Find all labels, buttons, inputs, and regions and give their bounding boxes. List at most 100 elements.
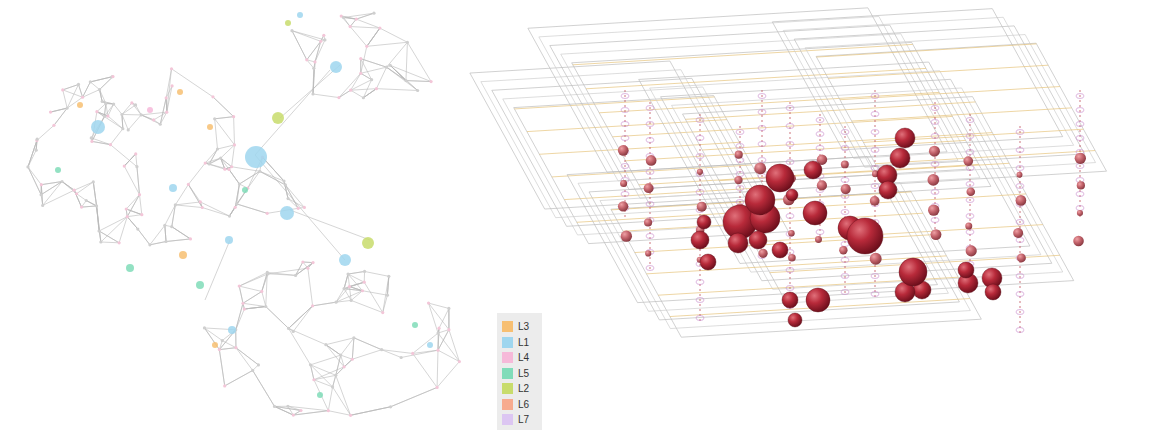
legend-label: L6 [518, 399, 529, 410]
legend-label: L7 [518, 414, 529, 425]
graph-node [436, 331, 439, 334]
graph-link [336, 359, 353, 375]
graph-link [344, 289, 351, 301]
graph-node [234, 346, 237, 349]
graph-link [311, 365, 336, 375]
graph-node [447, 307, 450, 310]
graph-node [311, 261, 314, 264]
corridor-line [626, 140, 966, 160]
graph-link [132, 103, 141, 115]
floor-marker [931, 162, 939, 167]
sphere [1016, 195, 1027, 206]
graph-link [266, 307, 289, 329]
graph-node [228, 214, 231, 217]
floor-marker [871, 274, 879, 279]
floor-marker [1016, 130, 1024, 135]
graph-node [125, 207, 128, 210]
graph-node [238, 285, 241, 288]
graph-link [110, 129, 122, 145]
graph-node [331, 385, 334, 388]
graph-node [435, 386, 438, 389]
graph-link [380, 28, 408, 42]
graph-link [285, 185, 298, 208]
floor-marker [621, 192, 629, 197]
graph-node [90, 140, 93, 143]
graph-link [344, 13, 374, 17]
graph-node [301, 260, 304, 263]
graph-link [127, 217, 138, 229]
floor-marker [786, 124, 794, 129]
graph-link [348, 271, 365, 274]
sphere [621, 230, 632, 241]
graph-node [359, 57, 362, 60]
graph-link [391, 387, 438, 406]
graph-node [290, 29, 293, 32]
graph-node [170, 225, 173, 228]
floor-marker [816, 132, 824, 137]
floor-marker [1076, 122, 1084, 127]
floor-outline [589, 174, 959, 320]
graph-link [296, 263, 313, 276]
graph-node [313, 60, 316, 63]
graph-link [92, 141, 111, 144]
floor-marker [841, 210, 849, 215]
floor-marker [758, 94, 766, 99]
graph-node [121, 127, 124, 130]
floor-marker [621, 122, 629, 127]
graph-node [120, 113, 123, 116]
graph-link [92, 117, 104, 142]
graph-node [169, 184, 177, 192]
graph-node [305, 58, 308, 61]
graph-node [339, 353, 342, 356]
graph-link [232, 145, 235, 167]
graph-link [274, 406, 293, 415]
graph-link [336, 355, 341, 375]
graph-node [49, 110, 52, 113]
graph-node [292, 330, 295, 333]
graph-link [266, 307, 289, 329]
graph-node [437, 327, 440, 330]
graph-link [236, 303, 243, 329]
graph-link [93, 182, 96, 206]
sphere [1077, 181, 1085, 189]
graph-link [387, 42, 408, 67]
graph-link [351, 291, 362, 301]
graph-link [356, 13, 374, 19]
sphere [691, 231, 709, 249]
graph-node [404, 79, 407, 82]
floor-marker [786, 286, 794, 291]
sphere [758, 249, 767, 258]
graph-node [140, 213, 143, 216]
riser-line [845, 126, 846, 296]
graph-node [339, 254, 351, 266]
graph-node [91, 120, 105, 134]
floor-marker [841, 274, 849, 279]
graph-link [361, 59, 387, 67]
graph-node [334, 374, 337, 377]
graph-node [134, 103, 137, 106]
graph-link [348, 271, 365, 274]
riser-line [875, 90, 876, 300]
graph-link [253, 370, 275, 406]
floor-outline [550, 25, 969, 189]
graph-node [203, 326, 206, 329]
sphere [879, 181, 897, 199]
graph-link [205, 163, 225, 169]
graph-node [284, 183, 287, 186]
graph-link [438, 333, 459, 362]
floor-outline [794, 26, 1084, 167]
graph-link [367, 28, 380, 46]
graph-link [387, 67, 406, 80]
sphere [895, 128, 915, 148]
floor-marker [931, 134, 939, 139]
graph-node [245, 146, 267, 168]
graph-node [95, 204, 98, 207]
floor-outline [772, 9, 1062, 150]
graph-link [215, 117, 234, 119]
floor-outline [683, 97, 1074, 298]
graph-node [234, 206, 237, 209]
graph-node [280, 206, 294, 220]
floor-marker [1076, 94, 1084, 99]
graph-link [83, 82, 91, 97]
sphere [782, 292, 798, 308]
